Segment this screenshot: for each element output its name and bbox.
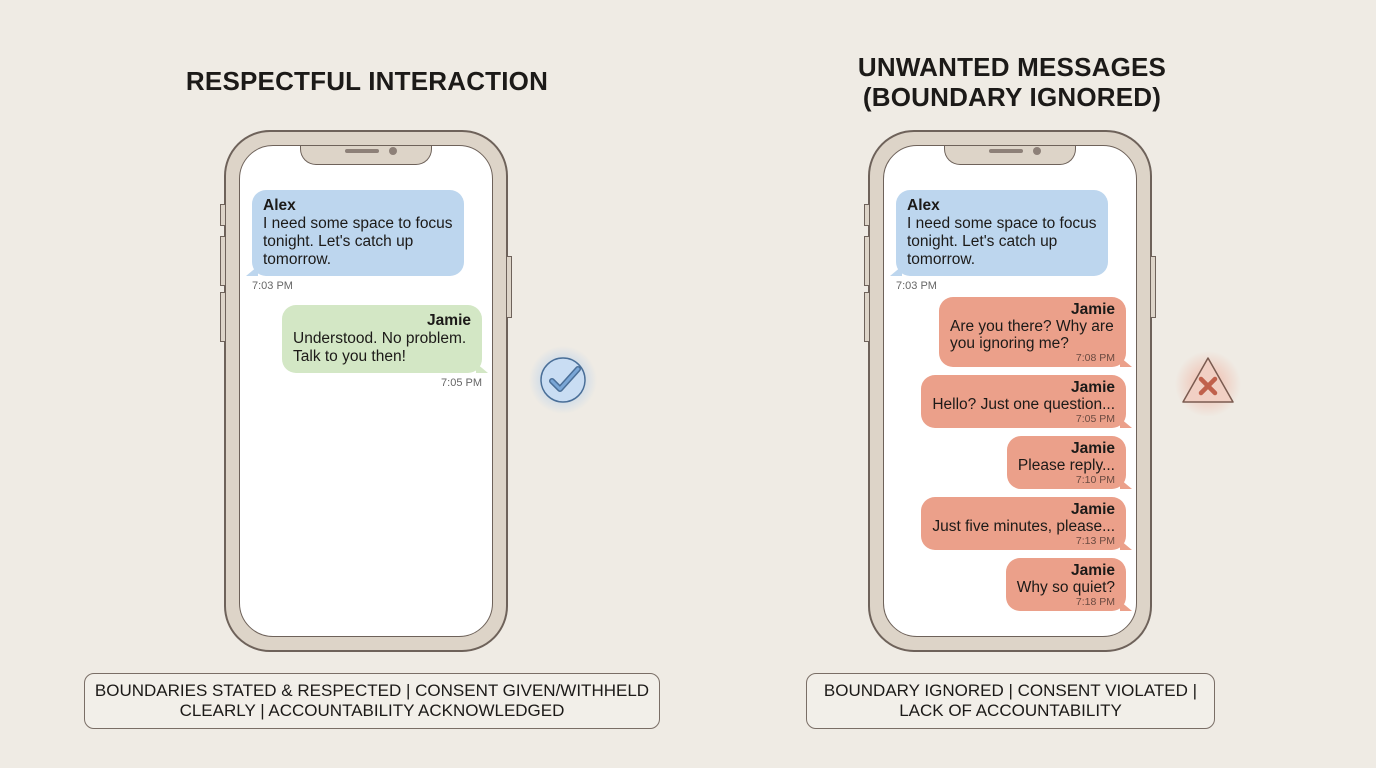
notch: [944, 146, 1076, 165]
message-text: Understood. No problem. Talk to you then…: [293, 330, 467, 365]
right-title: UNWANTED MESSAGES (BOUNDARY IGNORED): [762, 52, 1262, 112]
side-button: [220, 292, 226, 342]
sender-name: Jamie: [427, 312, 471, 329]
sender-name: Jamie: [1071, 501, 1115, 518]
side-button: [864, 292, 870, 342]
timestamp: 7:03 PM: [252, 280, 293, 292]
sender-name: Alex: [263, 197, 296, 214]
message-bubble-jamie: Jamie Why so quiet? 7:18 PM: [1005, 558, 1133, 611]
message-bubble-jamie: Jamie Please reply... 7:10 PM: [1006, 436, 1133, 489]
chat-thread: Alex I need some space to focus tonight.…: [246, 190, 488, 390]
side-button: [220, 204, 226, 226]
phone-screen: Alex I need some space to focus tonight.…: [239, 145, 493, 637]
sender-name: Jamie: [1071, 301, 1115, 318]
sender-name: Jamie: [1071, 562, 1115, 579]
timestamp: 7:03 PM: [896, 280, 937, 292]
message-text: Please reply...: [1017, 457, 1115, 474]
side-button: [1150, 256, 1156, 318]
title-line: UNWANTED MESSAGES: [857, 52, 1167, 82]
checkmark-circle-icon: [529, 346, 597, 414]
message-text: I need some space to focus tonight. Let'…: [907, 215, 1097, 268]
left-title: RESPECTFUL INTERACTION: [185, 66, 549, 96]
sender-name: Alex: [907, 197, 940, 214]
message-bubble-jamie: Jamie Are you there? Why are you ignorin…: [939, 297, 1132, 367]
sender-name: Jamie: [1071, 379, 1115, 396]
message-bubble-alex: Alex I need some space to focus tonight.…: [246, 190, 464, 276]
message-bubble-jamie: Jamie Understood. No problem. Talk to yo…: [282, 305, 488, 373]
message-bubble-jamie: Jamie Just five minutes, please... 7:13 …: [921, 497, 1132, 550]
message-text: I need some space to focus tonight. Let'…: [263, 215, 453, 268]
caption-line: CLEARLY | ACCOUNTABILITY ACKNOWLEDGED: [179, 701, 565, 720]
notch: [300, 146, 432, 165]
side-button: [506, 256, 512, 318]
side-button: [864, 236, 870, 286]
left-phone: Alex I need some space to focus tonight.…: [220, 130, 512, 652]
left-caption: BOUNDARIES STATED & RESPECTED | CONSENT …: [84, 673, 660, 729]
caption-line: BOUNDARIES STATED & RESPECTED | CONSENT …: [94, 681, 650, 700]
timestamp: 7:05 PM: [1075, 413, 1115, 425]
message-text: Hello? Just one question...: [932, 396, 1115, 413]
title-line: (BOUNDARY IGNORED): [862, 82, 1162, 112]
message-bubble-jamie: Jamie Hello? Just one question... 7:05 P…: [921, 375, 1132, 428]
timestamp: 7:13 PM: [1075, 535, 1115, 547]
message-text: Why so quiet?: [1016, 579, 1115, 596]
caption-line: BOUNDARY IGNORED | CONSENT VIOLATED |: [823, 681, 1198, 700]
timestamp: 7:05 PM: [441, 377, 482, 389]
timestamp: 7:10 PM: [1075, 474, 1115, 486]
sender-name: Jamie: [1071, 440, 1115, 457]
message-text: Just five minutes, please...: [932, 518, 1115, 535]
message-bubble-alex: Alex I need some space to focus tonight.…: [890, 190, 1108, 276]
right-caption: BOUNDARY IGNORED | CONSENT VIOLATED | LA…: [806, 673, 1215, 729]
phone-screen: Alex I need some space to focus tonight.…: [883, 145, 1137, 637]
chat-thread: Alex I need some space to focus tonight.…: [890, 190, 1133, 611]
side-button: [864, 204, 870, 226]
caption-line: LACK OF ACCOUNTABILITY: [899, 701, 1122, 720]
timestamp: 7:18 PM: [1075, 596, 1115, 608]
side-button: [220, 236, 226, 286]
timestamp: 7:08 PM: [1075, 352, 1115, 364]
right-phone: Alex I need some space to focus tonight.…: [864, 130, 1156, 652]
message-text: Are you there? Why are you ignoring me?: [950, 318, 1114, 352]
warning-x-icon: [1175, 351, 1241, 416]
